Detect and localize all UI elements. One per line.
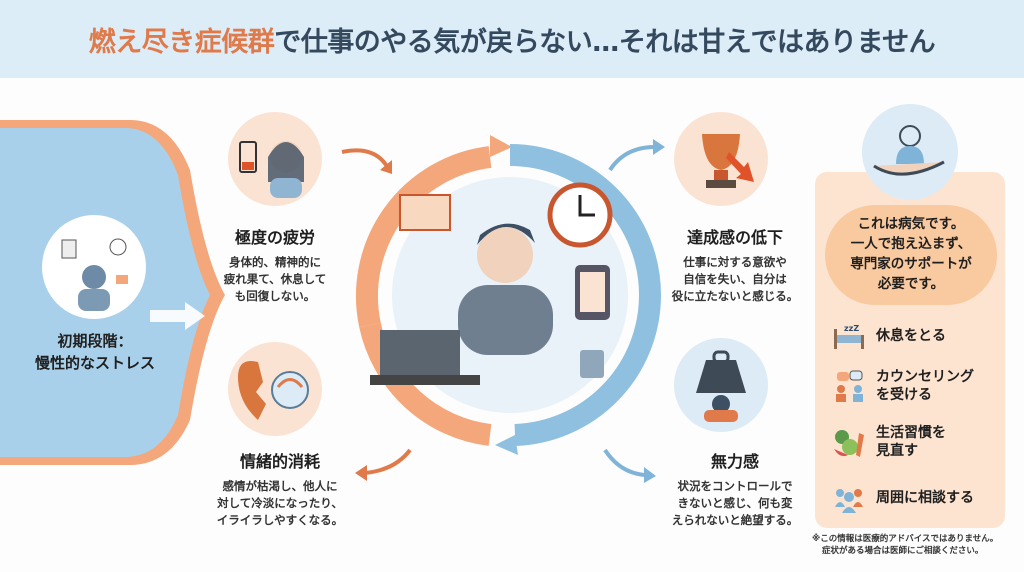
stage-line2: 慢性的なストレス <box>34 354 155 372</box>
bed-icon: zzZ <box>834 324 864 349</box>
disclaimer-line: 症状がある場合は医師にご相談ください。 <box>822 546 984 556</box>
vegetables-icon <box>834 430 864 457</box>
advice-line: 一人で抱え込まず、 <box>850 236 972 252</box>
title-rest: で仕事のやる気が戻らない…それは甘えではありません <box>274 27 936 58</box>
advice-line: これは病気です。 <box>857 216 965 232</box>
symptom-title: 無力感 <box>710 452 759 471</box>
advice-message: これは病気です。一人で抱え込まず、専門家のサポートが必要です。 <box>825 214 997 294</box>
advice-line: 専門家のサポートが <box>850 256 972 272</box>
page-title: 燃え尽き症候群で仕事のやる気が戻らない…それは甘えではありません <box>0 20 1024 59</box>
arrow-icon <box>355 448 412 481</box>
symptom-title: 極度の疲労 <box>234 228 315 247</box>
advice-label: 休息をとる <box>876 328 946 344</box>
advice-bubble <box>825 205 997 305</box>
symptom-desc: も回復しない。 <box>234 289 316 303</box>
advice-label: カウンセリング <box>876 369 974 385</box>
title-highlight: 燃え尽き症候群 <box>88 27 275 58</box>
broken-heart-icon <box>228 342 322 436</box>
advice-item: 周囲に相談する <box>832 478 1002 518</box>
advice-item: zzZ 休息をとる <box>832 318 1002 354</box>
symptom-emotional: 情緒的消耗 感情が枯渇し、他人に対して冷淡になったり、イライラしやすくなる。 <box>200 448 360 529</box>
symptom-desc: イライラしやすくなる。 <box>216 513 344 527</box>
support-hand-icon <box>862 104 958 200</box>
symptom-title: 情緒的消耗 <box>239 452 320 471</box>
title-band <box>0 0 1024 78</box>
arrow-icon <box>608 139 665 172</box>
symptom-title: 達成感の低下 <box>686 228 783 247</box>
advice-item: カウンセリングを受ける <box>832 360 1002 412</box>
symptom-desc: 仕事に対する意欲や <box>683 255 787 269</box>
weight-icon <box>674 338 768 432</box>
trophy-icon <box>674 112 768 206</box>
symptom-desc: 身体的、精神的に <box>229 255 321 269</box>
symptom-desc: 対して冷淡になったり、 <box>217 496 343 510</box>
counseling-icon <box>836 370 863 402</box>
advice-label: 生活習慣を <box>876 425 946 441</box>
symptom-desc: 役に立たないと感じる。 <box>671 289 799 303</box>
disclaimer-line: ※この情報は医療的アドバイスではありません。 <box>812 534 999 544</box>
advice-list: zzZ 休息をとる カウンセリングを受ける 生活習慣を見直す 周囲に相談する <box>832 318 1002 518</box>
svg-text:zzZ: zzZ <box>844 324 859 333</box>
stage-line1: 初期段階： <box>57 332 133 350</box>
people-icon <box>835 489 863 513</box>
symptom-desc: 状況をコントロールで <box>677 479 793 493</box>
arrow-icon <box>341 148 392 174</box>
advice-label: 見直す <box>876 443 918 459</box>
burnout-cycle <box>355 135 661 455</box>
disclaimer: ※この情報は医療的アドバイスではありません。症状がある場合は医師にご相談ください… <box>812 533 1022 557</box>
symptom-helplessness: 無力感 状況をコントロールできないと感じ、何も変えられないと絶望する。 <box>650 448 820 529</box>
symptom-desc: 自信を失い、自分は <box>683 272 787 286</box>
symptom-fatigue: 極度の疲労 身体的、精神的に疲れ果て、休息しても回復しない。 <box>200 224 350 305</box>
arrow-icon <box>603 448 656 483</box>
symptom-desc: えられないと絶望する。 <box>671 513 799 527</box>
fatigue-icon <box>228 112 322 206</box>
advice-item: 生活習慣を見直す <box>832 416 1002 468</box>
advice-line: 必要です。 <box>877 276 945 292</box>
symptom-desc: きないと感じ、何も変 <box>677 496 793 510</box>
advice-label: 周囲に相談する <box>876 490 974 506</box>
symptom-desc: 感情が枯渇し、他人に <box>222 479 338 493</box>
advice-label: を受ける <box>876 387 932 403</box>
stress-icon <box>42 215 146 319</box>
symptom-desc: 疲れ果て、休息して <box>223 272 327 286</box>
symptom-achievement: 達成感の低下 仕事に対する意欲や自信を失い、自分は役に立たないと感じる。 <box>650 224 820 305</box>
stage-label: 初期段階： 慢性的なストレス <box>20 330 170 374</box>
